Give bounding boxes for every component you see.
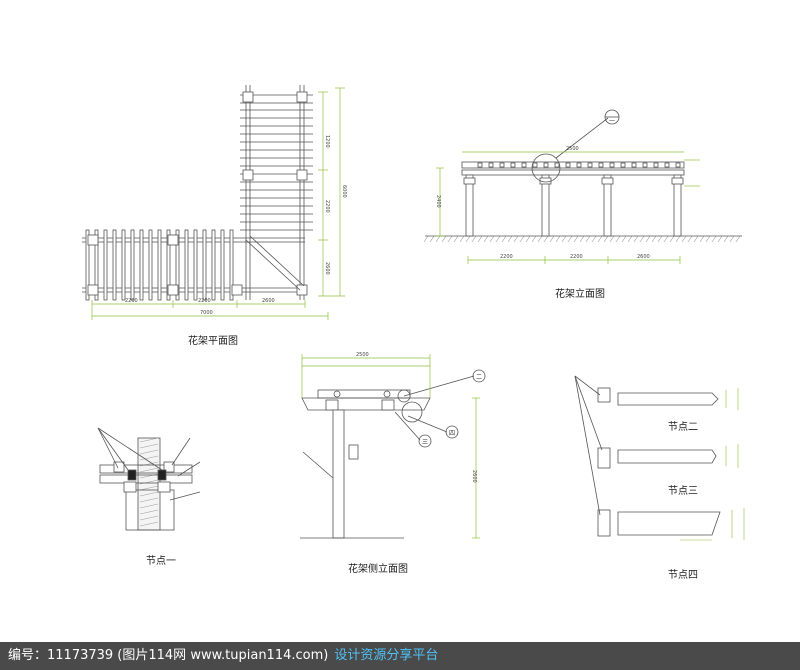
plan-view xyxy=(82,85,313,301)
plan-dim-right-total: 6000 xyxy=(341,185,347,198)
footer-bar: 编号：11173739 (图片114网 www.tupian114.com) 设计… xyxy=(0,642,800,670)
footer-link[interactable]: 设计资源分享平台 xyxy=(334,648,439,663)
front-dimensions xyxy=(436,151,700,264)
front-dim-height: 2400 xyxy=(435,195,441,208)
callout-label-3: 三 xyxy=(422,439,428,446)
side-dim-height: 2600 xyxy=(471,470,477,483)
plan-dim-bottom-3: 2600 xyxy=(262,298,275,304)
callout-label-1: 一 xyxy=(609,118,615,125)
plan-caption: 花架平面图 xyxy=(188,336,238,347)
node-1-detail xyxy=(97,427,201,531)
front-dim-bottom-1: 2200 xyxy=(500,254,513,260)
plan-dim-right-2: 2200 xyxy=(324,200,330,213)
nodes-2-4-detail xyxy=(574,375,721,537)
callout-label-4: 四 xyxy=(449,430,455,437)
plan-dimensions xyxy=(91,87,345,320)
plan-dim-right-1: 1200 xyxy=(324,135,330,148)
side-dimensions xyxy=(301,354,480,539)
side-dim-top: 2500 xyxy=(356,352,369,358)
callout-label-2: 二 xyxy=(476,374,482,381)
node-3-caption: 节点三 xyxy=(668,486,698,497)
plan-dim-bottom-2: 2200 xyxy=(198,298,211,304)
node-4-caption: 节点四 xyxy=(668,570,698,581)
node-1-caption: 节点一 xyxy=(146,556,176,567)
front-dim-bottom-3: 2600 xyxy=(637,254,650,260)
plan-dim-right-3: 2600 xyxy=(324,262,330,275)
plan-dim-bottom-total: 7000 xyxy=(200,310,213,316)
front-elevation xyxy=(423,109,742,243)
nodes-dimensions xyxy=(680,388,745,541)
drawing-sheet: 1200 2200 2600 6000 2200 2200 2600 7000 … xyxy=(82,85,745,541)
footer-text: 编号：11173739 (图片114网 www.tupian114.com) xyxy=(8,648,329,663)
side-elevation xyxy=(300,369,486,539)
front-elevation-caption: 花架立面图 xyxy=(555,289,605,300)
plan-dim-bottom-1: 2200 xyxy=(125,298,138,304)
front-dim-top: 2500 xyxy=(566,146,579,152)
node-2-caption: 节点二 xyxy=(668,422,698,433)
side-elevation-caption: 花架侧立面图 xyxy=(348,564,408,575)
front-dim-bottom-2: 2200 xyxy=(570,254,583,260)
